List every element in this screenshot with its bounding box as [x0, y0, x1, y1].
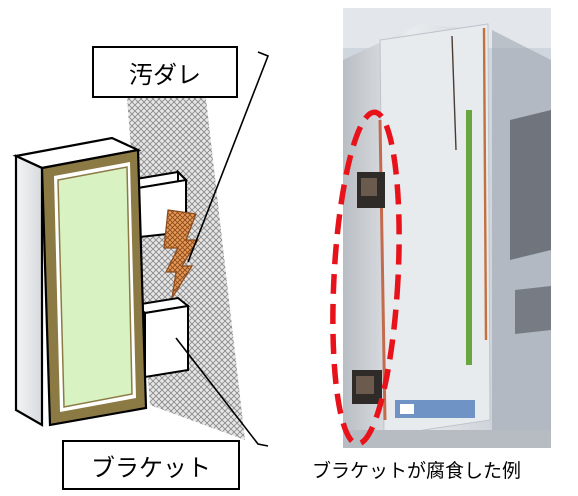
stain-label: 汚ダレ [92, 46, 238, 98]
stain-leader-line [187, 51, 270, 263]
bracket-leader-line [175, 337, 269, 447]
signboard [12, 136, 148, 427]
photo-example [343, 8, 551, 448]
photo-caption: ブラケットが腐食した例 [312, 460, 522, 482]
corrosion-highlight-ellipse [330, 109, 402, 447]
rust-stain-icon [163, 209, 200, 299]
bracket-label: ブラケット [62, 440, 240, 490]
